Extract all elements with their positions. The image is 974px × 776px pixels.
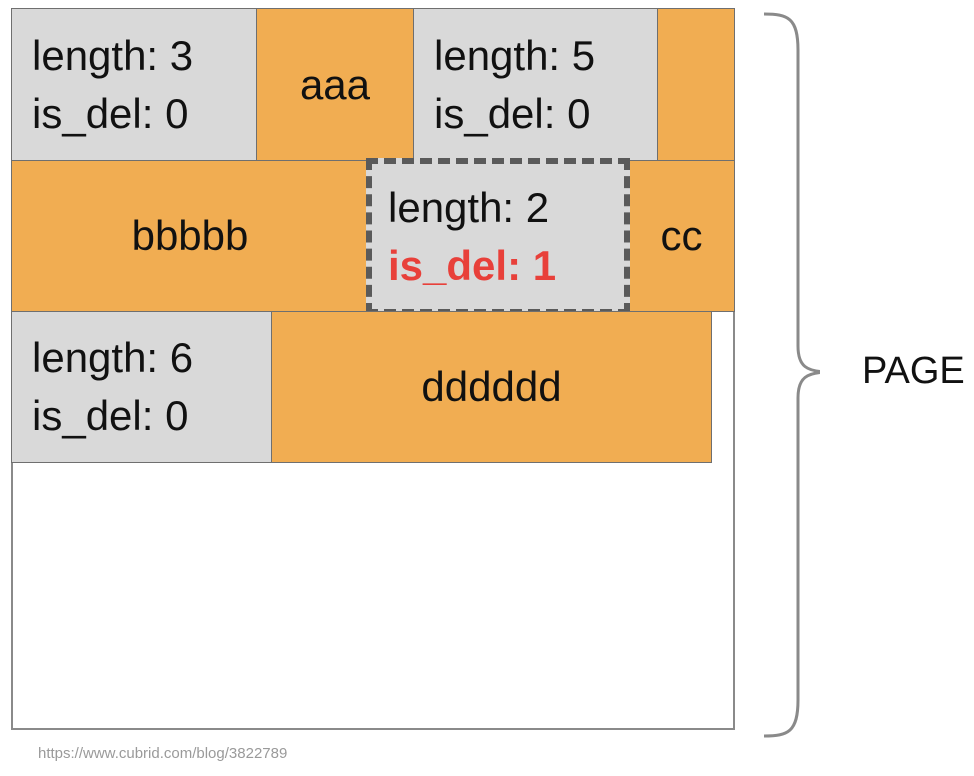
record-header-2: length: 5 is_del: 0: [413, 8, 658, 161]
record-header-4: length: 6 is_del: 0: [11, 311, 272, 463]
length-field: length: 3: [32, 31, 194, 79]
is-del-field: is_del: 0: [32, 392, 189, 439]
length-field: length: 6: [32, 334, 194, 381]
record-data-text: cc: [660, 212, 703, 259]
record-data-4: dddddd: [271, 311, 712, 463]
record-data-text: aaa: [299, 60, 371, 108]
is-del-field: is_del: 0: [32, 89, 189, 137]
length-field: length: 2: [388, 183, 550, 231]
length-field: length: 5: [434, 31, 596, 79]
record-data-text: dddddd: [421, 363, 562, 410]
deleted-record-header: length: 2 is_del: 1: [366, 158, 630, 315]
record-header-1: length: 3 is_del: 0: [11, 8, 257, 161]
is-del-field: is_del: 0: [434, 89, 591, 137]
curly-brace-icon: [763, 12, 820, 738]
page-label: PAGE: [862, 350, 965, 392]
record-data-1: aaa: [256, 8, 414, 161]
is-del-flag: is_del: 1: [388, 241, 557, 289]
record-data-2-part-2: bbbbb: [11, 160, 369, 312]
watermark: https://www.cubrid.com/blog/3822789: [38, 745, 288, 762]
record-data-2-part-1: [657, 8, 735, 161]
record-data-3: cc: [628, 160, 735, 312]
record-data-text: bbbbb: [131, 212, 249, 259]
